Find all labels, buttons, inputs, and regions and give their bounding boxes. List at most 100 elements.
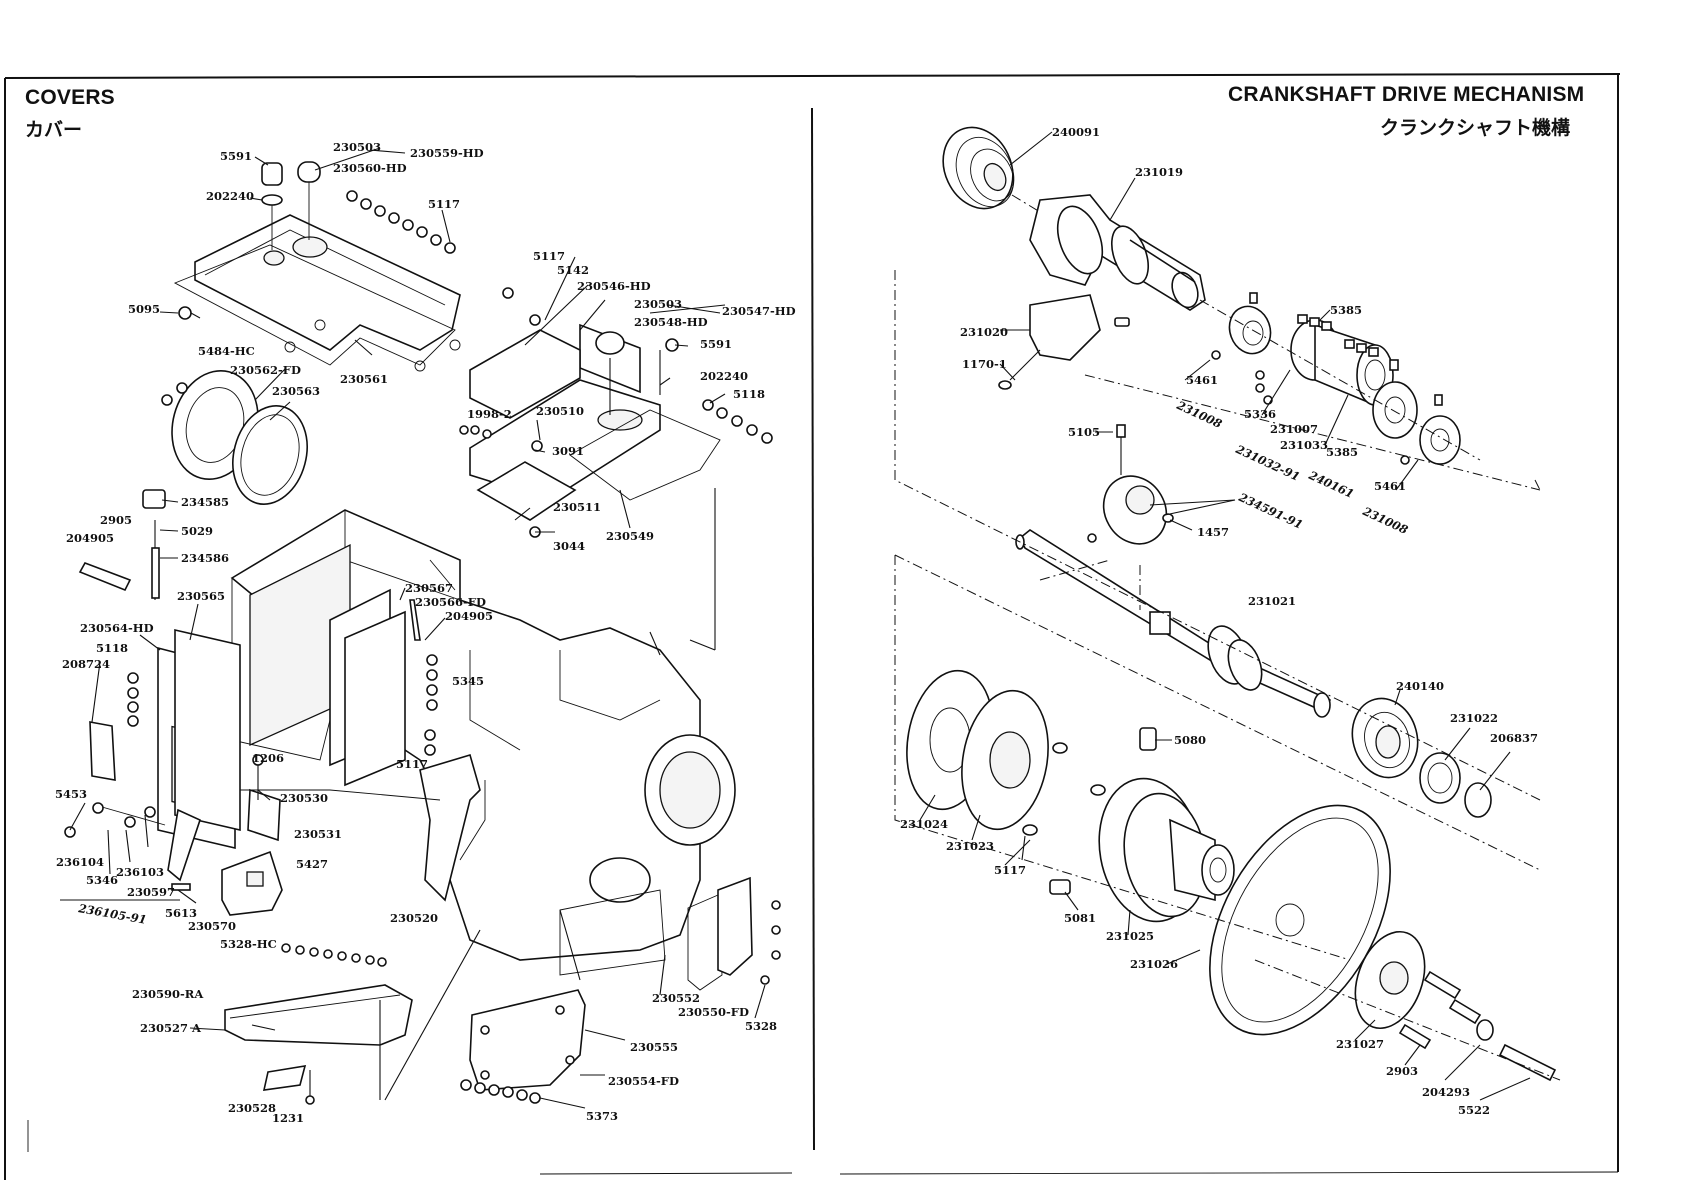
part-label: 230530 (280, 791, 328, 805)
part-label: 236104 (56, 855, 104, 869)
part-label: 240161 (1306, 468, 1356, 501)
part-label: 230566-FD (415, 595, 486, 609)
part-label: 5095 (128, 302, 160, 316)
part-label: 5142 (557, 263, 589, 277)
covers-drawing (60, 161, 781, 1105)
part-label: 236105-91 (76, 901, 147, 927)
part-label: 5385 (1330, 303, 1362, 317)
part-label: 2905 (100, 513, 132, 527)
part-label: 1998-2 (467, 407, 512, 421)
part-label: 5328 (745, 1019, 777, 1033)
leader-lines (69, 147, 766, 1109)
part-label: 5591 (700, 337, 732, 351)
part-label: 230562-FD (230, 363, 301, 377)
part-label: 240140 (1396, 679, 1444, 693)
part-label: 230560-HD (333, 161, 407, 175)
part-label: 230590-RA (132, 987, 204, 1001)
part-label: 236103 (116, 865, 164, 879)
part-label: 1231 (272, 1111, 304, 1125)
part-label: 5117 (533, 249, 565, 263)
part-label: 5461 (1374, 479, 1406, 493)
part-label: 204905 (445, 609, 493, 623)
part-label: 5345 (452, 674, 484, 688)
part-label: 231008 (1360, 504, 1410, 537)
covers-title-japanese: カバー (25, 119, 83, 141)
part-label: 2903 (1386, 1064, 1418, 1078)
part-label: 1457 (1197, 525, 1229, 539)
part-label: 230565 (177, 589, 225, 603)
part-label: 5328-HC (220, 937, 277, 951)
part-label: 230567 (405, 581, 453, 595)
part-label: 1206 (252, 751, 284, 765)
part-label: 5385 (1326, 445, 1358, 459)
part-label: 5373 (586, 1109, 618, 1123)
part-label: 230570 (188, 919, 236, 933)
part-label: 5118 (733, 387, 765, 401)
part-label: 230503 (333, 140, 381, 154)
part-label: 230527 A (140, 1021, 202, 1035)
part-label: 230552 (652, 991, 700, 1005)
part-label: 5081 (1064, 911, 1096, 925)
part-label: 230531 (294, 827, 342, 841)
part-label: 231027 (1336, 1037, 1384, 1051)
part-label: 5522 (1458, 1103, 1490, 1117)
part-label: 230503 (634, 297, 682, 311)
part-label: 230597 (127, 885, 175, 899)
crankshaft-title-japanese: クランクシャフト機構 (1380, 117, 1571, 139)
part-label: 230520 (390, 911, 438, 925)
part-label: 5591 (220, 149, 252, 163)
part-label: 231021 (1248, 594, 1296, 608)
part-label: 3044 (553, 539, 585, 553)
crankshaft-title: CRANKSHAFT DRIVE MECHANISM (1228, 83, 1585, 106)
part-label: 202240 (700, 369, 748, 383)
part-label: 5613 (165, 906, 197, 920)
page-frame (4, 73, 1621, 1180)
part-label: 231008 (1174, 398, 1224, 431)
part-label: 230548-HD (634, 315, 708, 329)
part-label: 230550-FD (678, 1005, 749, 1019)
part-label: 231019 (1135, 165, 1183, 179)
part-label: 230511 (553, 500, 601, 514)
part-label: 234585 (181, 495, 229, 509)
part-label: 5117 (994, 863, 1026, 877)
part-label: 231023 (946, 839, 994, 853)
part-label: 231007 (1270, 422, 1318, 436)
part-label: 5427 (296, 857, 328, 871)
part-label: 5484-HC (198, 344, 255, 358)
part-label: 234586 (181, 551, 229, 565)
part-label: 231022 (1450, 711, 1498, 725)
part-label: 230559-HD (410, 146, 484, 160)
part-label: 5105 (1068, 425, 1100, 439)
part-label: 5346 (86, 873, 118, 887)
part-label: 230528 (228, 1101, 276, 1115)
part-label: 230546-HD (577, 279, 651, 293)
part-label: 1170-1 (962, 357, 1007, 371)
part-label: 5117 (396, 757, 428, 771)
part-label: 5336 (1244, 407, 1276, 421)
part-label: 231020 (960, 325, 1008, 339)
part-label: 5453 (55, 787, 87, 801)
part-label: 231026 (1130, 957, 1178, 971)
part-label: 3091 (552, 444, 584, 458)
covers-title: COVERS (25, 86, 115, 109)
part-label: 240091 (1052, 125, 1100, 139)
part-label: 208724 (62, 657, 110, 671)
part-label: 230555 (630, 1040, 678, 1054)
part-label: 5080 (1174, 733, 1206, 747)
part-label: 204905 (66, 531, 114, 545)
part-label: 5118 (96, 641, 128, 655)
crankshaft-drawing (906, 126, 1557, 1082)
part-label: 230564-HD (80, 621, 154, 635)
part-label: 5117 (428, 197, 460, 211)
part-label: 231024 (900, 817, 948, 831)
part-label: 5461 (1186, 373, 1218, 387)
part-label: 231025 (1106, 929, 1154, 943)
center-lines (894, 194, 1561, 1081)
part-label: 234591-91 (1236, 490, 1305, 532)
part-label: 230554-FD (608, 1074, 679, 1088)
part-label: 206837 (1490, 731, 1538, 745)
part-label: 230561 (340, 372, 388, 386)
part-label: 5029 (181, 524, 213, 538)
